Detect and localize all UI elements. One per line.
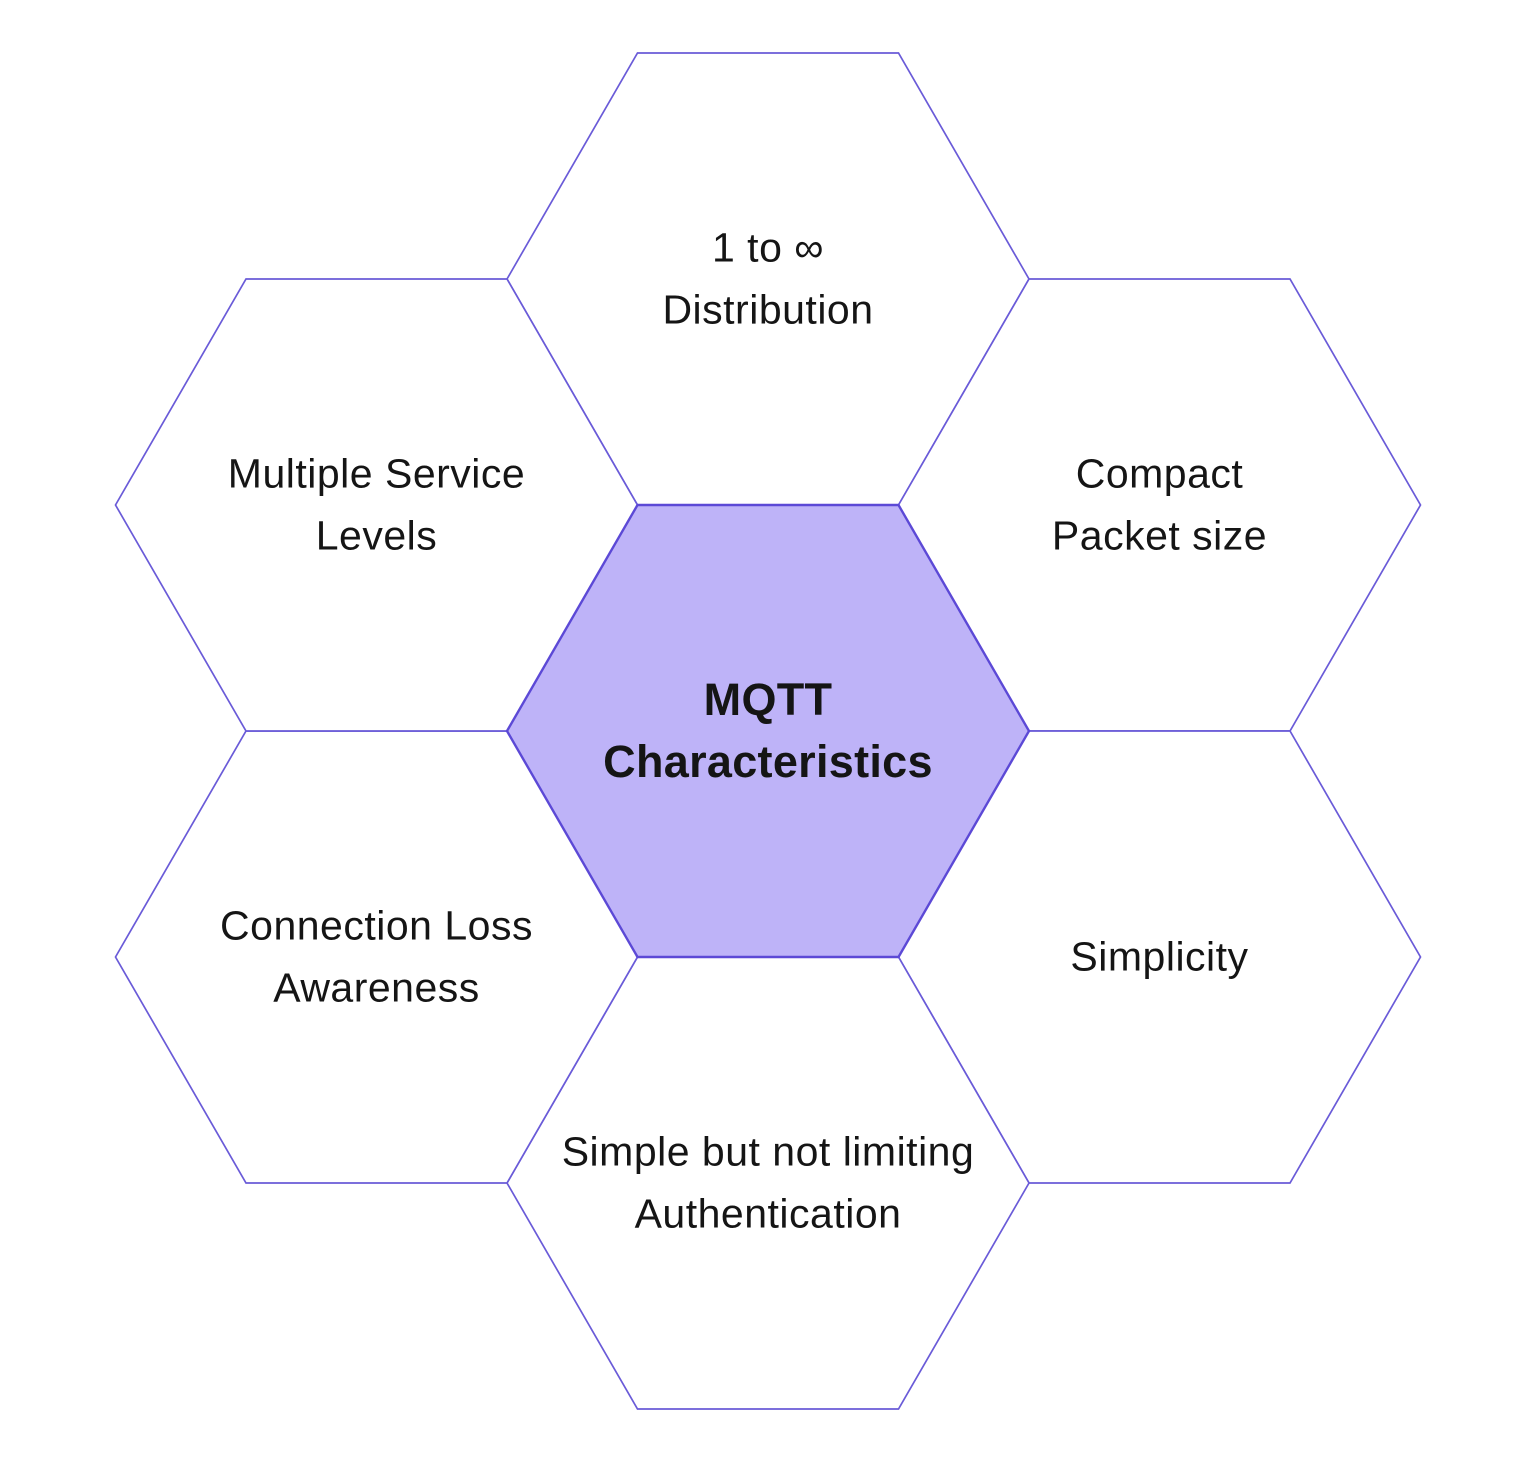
hexagon-center bbox=[505, 503, 1031, 959]
